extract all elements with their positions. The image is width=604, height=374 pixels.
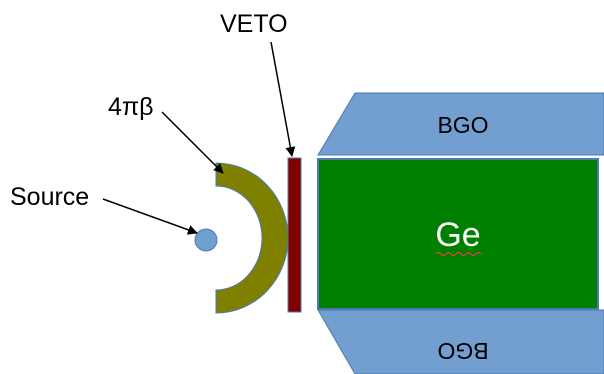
source-dot <box>194 228 218 252</box>
veto-arrow <box>270 41 296 157</box>
beta-detector-arrow <box>161 111 224 174</box>
veto-detector <box>287 157 302 313</box>
bgo-bottom-shield <box>317 309 604 374</box>
veto-label: VETO <box>220 10 288 38</box>
bgo-bottom-label: BGO <box>437 338 488 364</box>
bgo-top-label: BGO <box>437 112 488 138</box>
spellcheck-underline <box>435 251 482 257</box>
source-label: Source <box>10 183 89 211</box>
beta-detector-label: 4πβ <box>108 93 154 121</box>
beta-detector-arc <box>215 162 289 314</box>
bgo-top-shield <box>317 92 604 156</box>
germanium-detector <box>317 158 599 310</box>
germanium-label: Ge <box>435 216 480 254</box>
source-arrow <box>102 198 198 235</box>
